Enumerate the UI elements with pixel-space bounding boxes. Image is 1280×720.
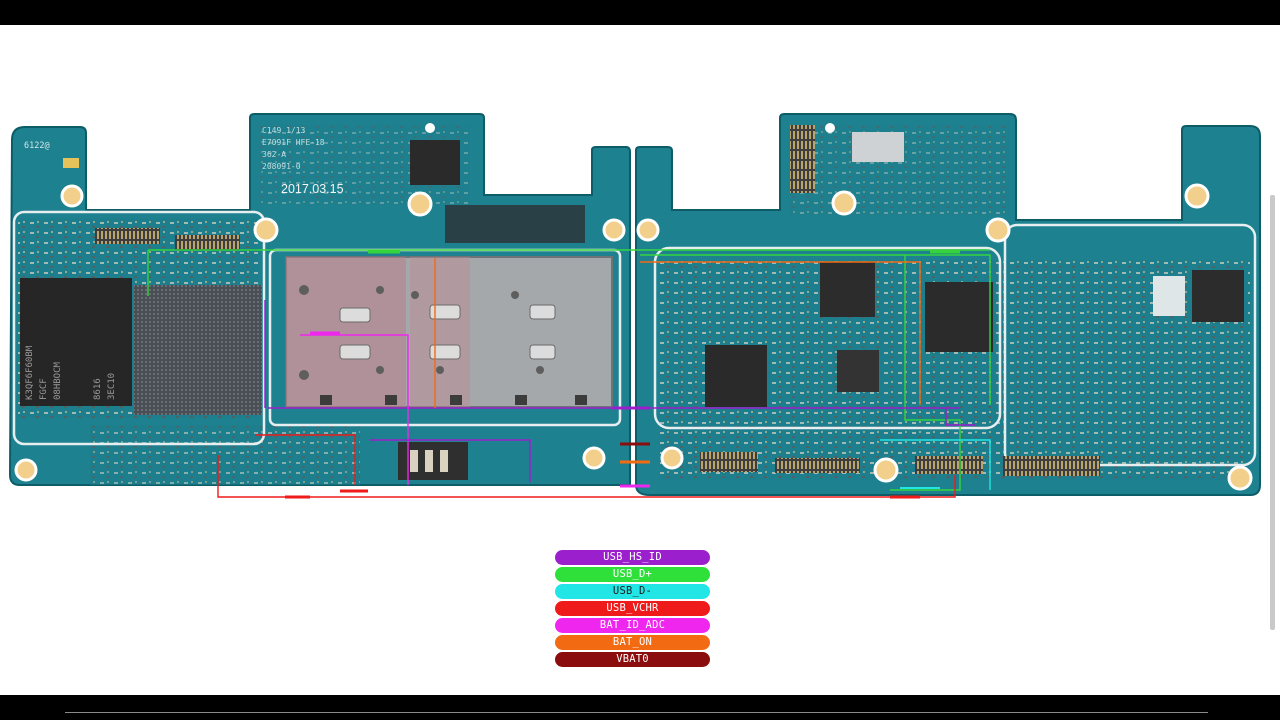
svg-text:08HBOCM: 08HBOCM — [53, 361, 63, 400]
bottom-divider — [65, 712, 1208, 713]
chip-marking: K3QF6F60BM FGCF 08HBOCM 8616 3EC10 — [25, 345, 117, 400]
emmc-chip — [20, 278, 132, 406]
soc-chip — [134, 285, 262, 415]
schematic-canvas: 2017.03.15 6122@ C149 1/13 E7091F HFE-18… — [0, 25, 1280, 713]
svg-text:8616: 8616 — [93, 378, 103, 400]
board-silkscreen-left: 6122@ — [24, 141, 50, 151]
vertical-scrollbar[interactable] — [1270, 195, 1275, 630]
legend-item: BAT_ID_ADC — [555, 618, 710, 633]
board-silkscreen-top: C149 1/13 E7091F HFE-18 362-A 208091-0 — [262, 126, 325, 171]
legend-item: USB_D+ — [555, 567, 710, 582]
svg-text:FGCF: FGCF — [39, 378, 49, 400]
board-date-marking: 2017.03.15 — [281, 182, 344, 196]
legend-item: BAT_ON — [555, 635, 710, 650]
legend-item: USB_HS_ID — [555, 550, 710, 565]
svg-text:3EC10: 3EC10 — [107, 373, 117, 400]
svg-text:208091-0: 208091-0 — [262, 162, 301, 171]
svg-text:362-A: 362-A — [262, 150, 286, 159]
legend-item: VBAT0 — [555, 652, 710, 667]
legend-item: USB_VCHR — [555, 601, 710, 616]
signal-legend: USB_HS_ID USB_D+ USB_D- USB_VCHR BAT_ID_ADC B… — [555, 550, 710, 669]
svg-text:C149 1/13: C149 1/13 — [262, 126, 306, 135]
pcb-board-diagram: 2017.03.15 6122@ C149 1/13 E7091F HFE-18… — [8, 113, 1261, 499]
svg-text:K3QF6F60BM: K3QF6F60BM — [25, 345, 35, 400]
legend-item: USB_D- — [555, 584, 710, 599]
svg-text:E7091F HFE-18: E7091F HFE-18 — [262, 138, 325, 147]
